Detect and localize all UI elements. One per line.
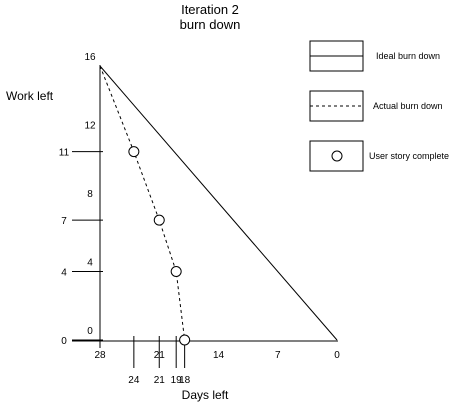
story-complete-marker-2 [153, 214, 165, 226]
ideal-burn-down-line [99, 65, 338, 341]
legend-box-story [309, 140, 364, 172]
legend: Ideal burn down Actual burn down User st… [309, 40, 449, 172]
legend-label-ideal: Ideal burn down [376, 51, 440, 61]
y-tick-label-0: 0 [87, 326, 93, 337]
x-tick-label-14: 14 [213, 350, 225, 361]
x-tick-note-21: 21 [154, 375, 166, 386]
y-tick-note-11: 11 [59, 148, 70, 159]
x-axis-label: Days left [182, 388, 229, 402]
legend-label-actual: Actual burn down [373, 101, 443, 111]
chart-title-line-1: Iteration 2 [181, 2, 239, 17]
y-tick-label-8: 8 [87, 189, 93, 200]
x-tick-label-7: 7 [275, 350, 281, 361]
actual-burn-down-line [99, 65, 186, 341]
x-tick-note-24: 24 [128, 375, 140, 386]
legend-swatch-story [331, 150, 343, 162]
x-tick-label-28: 28 [94, 350, 106, 361]
legend-label-story: User story complete [369, 151, 449, 161]
x-tick-label-0: 0 [334, 350, 340, 361]
y-tick-note-4: 4 [61, 268, 67, 279]
y-tick-note-0: 0 [61, 336, 67, 347]
y-tick-label-12: 12 [84, 121, 96, 132]
story-complete-marker-4 [179, 334, 191, 346]
chart-title-line-2: burn down [180, 17, 241, 32]
y-tick-note-7: 7 [61, 216, 67, 227]
x-tick-note-18: 18 [179, 375, 191, 386]
y-axis-label: Work left [6, 89, 54, 103]
x-tick-note-19: 19 [171, 375, 183, 386]
story-complete-marker-1 [128, 146, 140, 158]
story-complete-marker-3 [170, 266, 182, 277]
y-tick-label-16: 16 [84, 52, 96, 63]
y-tick-label-4: 4 [87, 258, 93, 269]
